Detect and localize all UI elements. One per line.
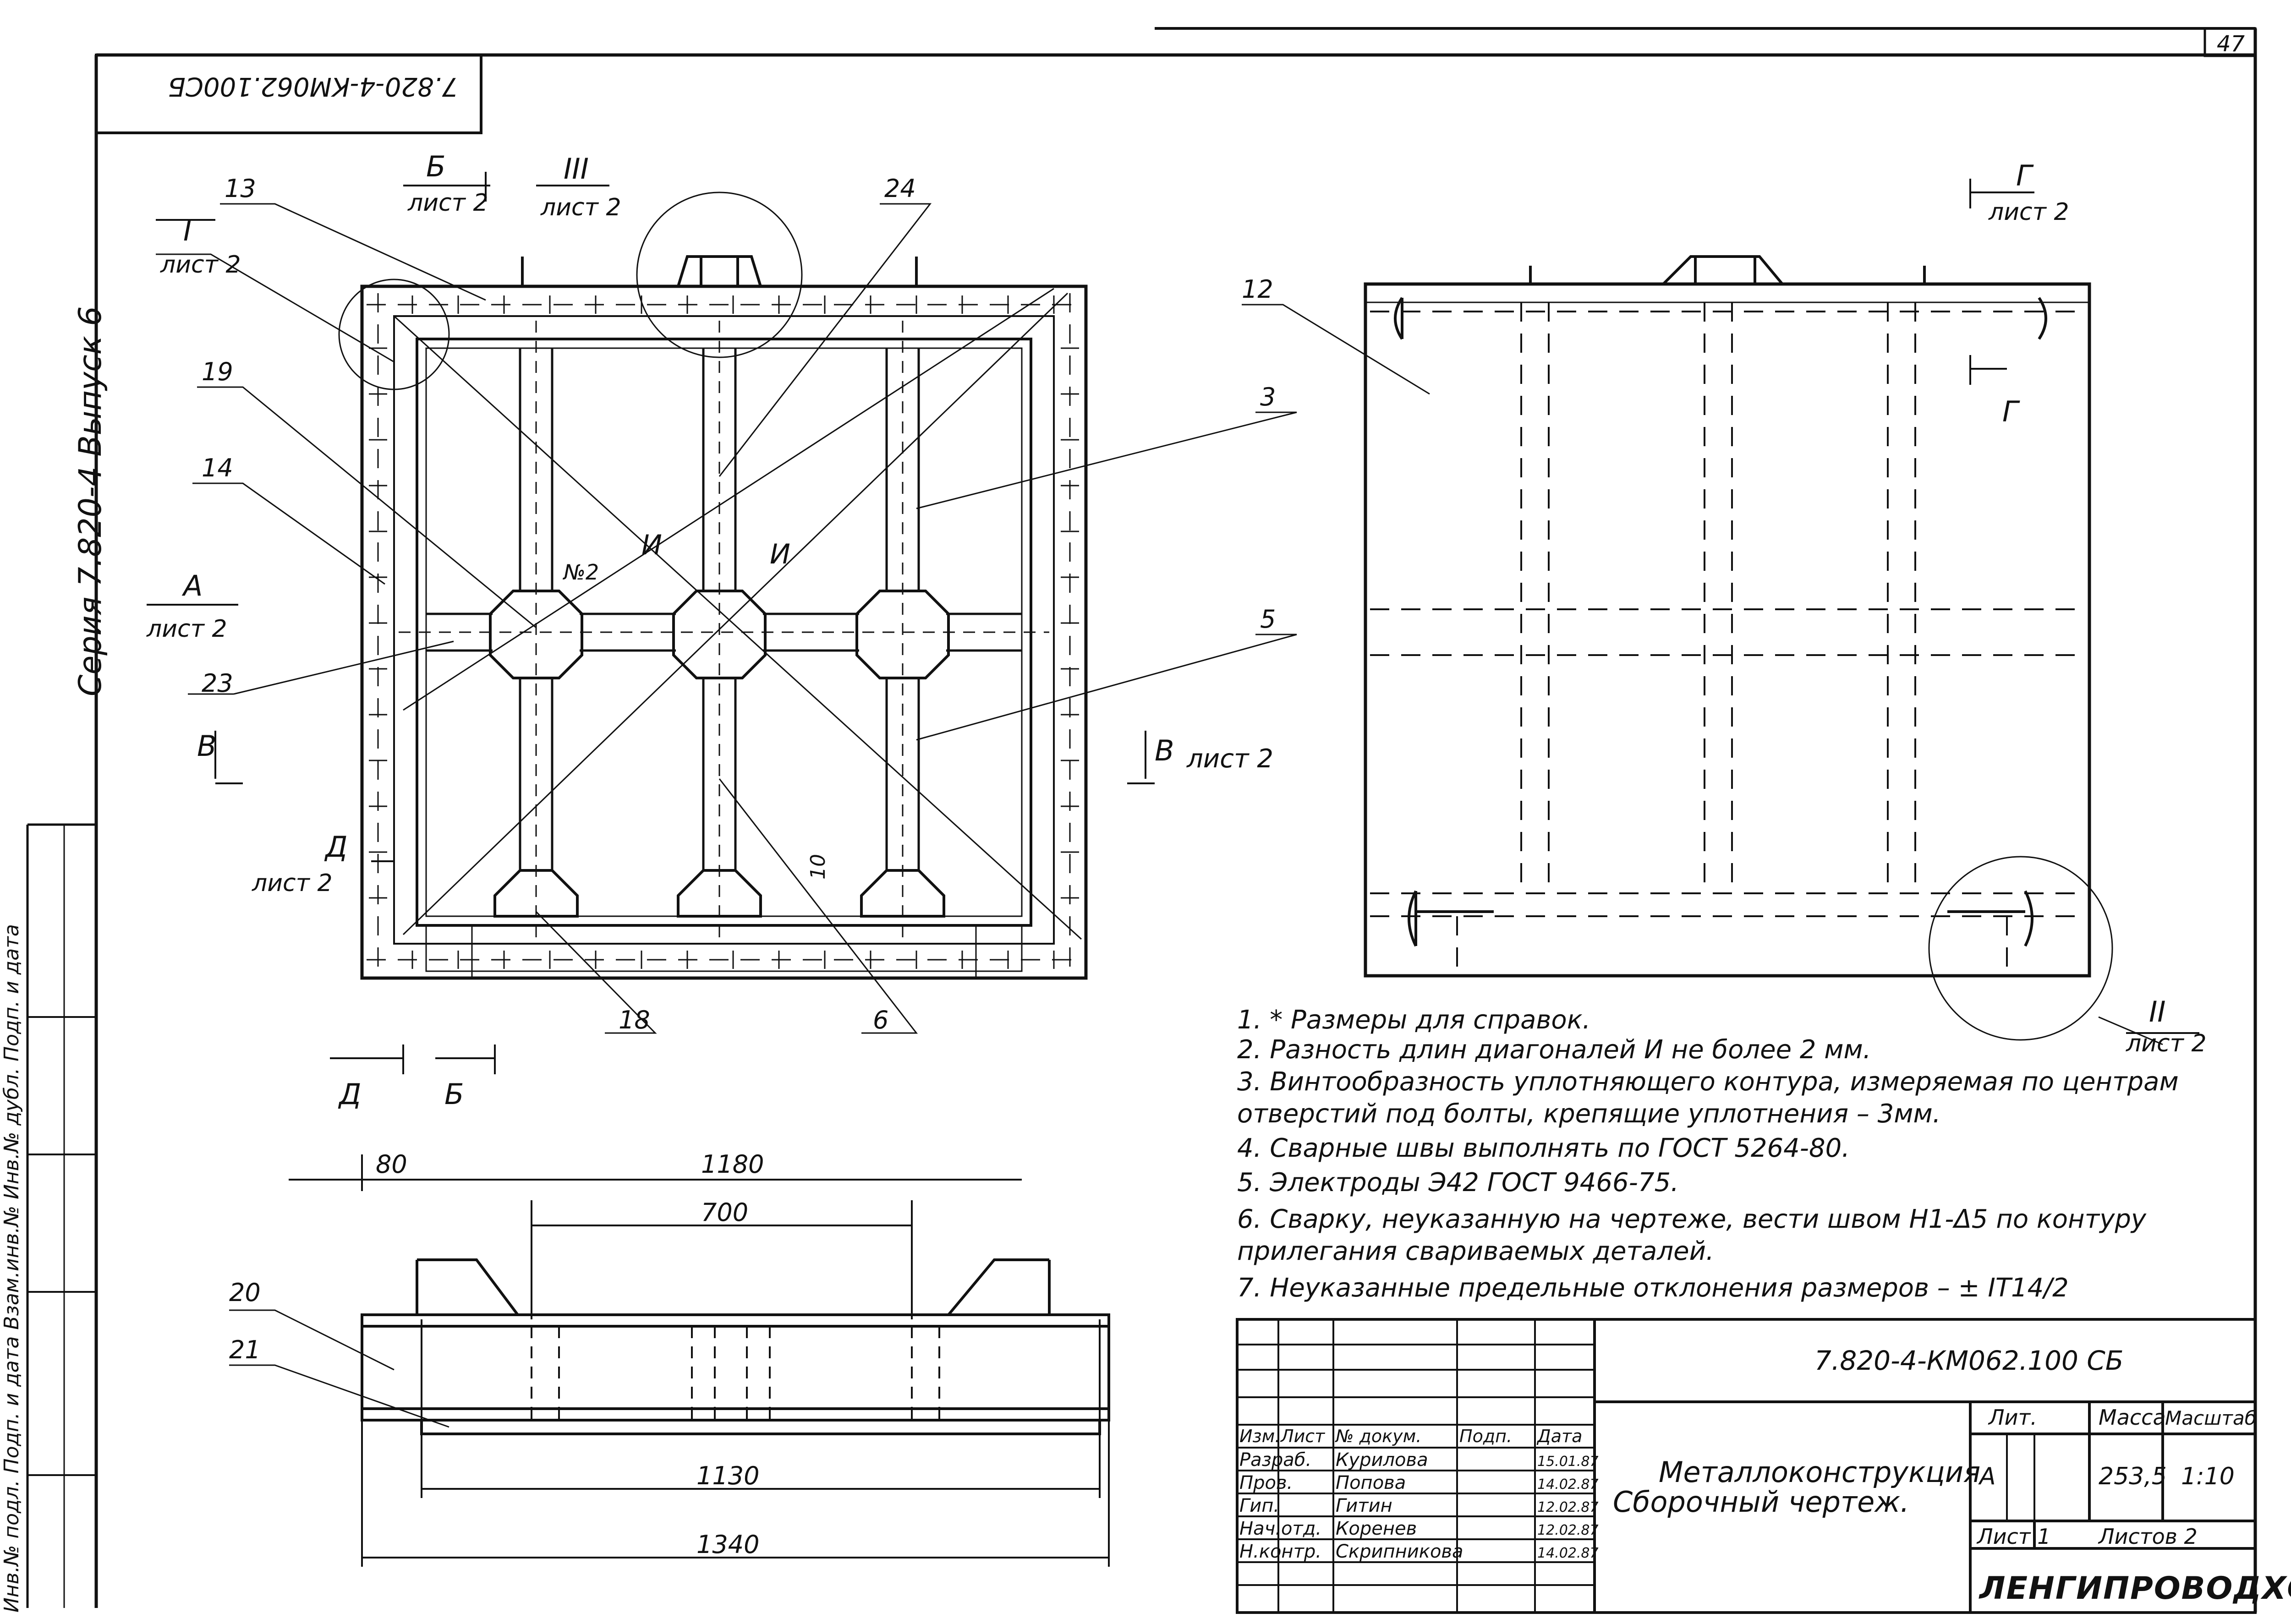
mark-b-top-sheet: лист 2 [407, 189, 488, 217]
col-date: Дата [1536, 1426, 1582, 1446]
section-marks: Б лист 2 III лист 2 I лист 2 Г лист 2 Г … [146, 150, 2207, 1111]
dim-10: 10 [806, 854, 830, 880]
section-view: 80 1180 700 1130 1340 20 21 [229, 1150, 1110, 1567]
row-name-3: Коренев [1336, 1518, 1417, 1539]
lit-value: А [1978, 1463, 1996, 1490]
mark-b-top: Б [426, 150, 446, 183]
title-line2: Сборочный чертеж. [1613, 1485, 1909, 1519]
dim-80: 80 [376, 1150, 407, 1179]
mark-v-right-sheet: лист 2 [1186, 744, 1273, 774]
callout-3: 3 [1260, 383, 1276, 411]
note-4: 4. Сварные швы выполнять по ГОСТ 5264-80… [1237, 1133, 1850, 1163]
mark-g-side: Г [2002, 395, 2020, 428]
row-date-4: 14.02.87 [1537, 1545, 1599, 1561]
mark-i-top-sheet: лист 2 [160, 251, 241, 279]
doc-code: 7.820-4-КМ062.100 СБ [1814, 1345, 2124, 1376]
notes: 1. * Размеры для справок. 2. Разность дл… [1237, 1005, 2179, 1303]
title-block: 7.820-4-КМ062.100 СБ Металлоконструкция … [1236, 1318, 2291, 1614]
row-role-2: Гип. [1239, 1495, 1279, 1516]
mark-v-right: В [1155, 734, 1174, 767]
plan-callouts: 13 24 19 14 23 18 6 №2 И И 10 [156, 174, 1054, 1034]
mass-label: Масса [2099, 1405, 2166, 1430]
page-number: 47 [2217, 31, 2245, 57]
mark-g-top: Г [2016, 159, 2034, 192]
mark-iii-top: III [564, 152, 589, 186]
side-stamp: Инв.№ подл. Подп. и дата Взам.инв.№ Инв.… [0, 924, 23, 1613]
row-name-1: Попова [1336, 1472, 1406, 1493]
note-3b: отверстий под болты, крепящие уплотнения… [1237, 1099, 1941, 1129]
note-2: 2. Разность длин диагоналей И не более 2… [1237, 1035, 1871, 1065]
callout-19: 19 [202, 357, 233, 386]
callout-n2: №2 [562, 560, 599, 585]
callout-14: 14 [202, 454, 233, 482]
mark-d-bottom: Д [338, 1077, 361, 1111]
callout-24: 24 [884, 174, 916, 203]
row-name-2: Гитин [1336, 1495, 1392, 1516]
row-role-1: Пров. [1239, 1472, 1293, 1493]
note-3: 3. Винтообразность уплотняющего контура,… [1237, 1067, 2179, 1097]
note-7: 7. Неуказанные предельные отклонения раз… [1237, 1273, 2069, 1303]
series-label: Серия 7.820-4 Выпуск 6 [72, 306, 109, 696]
mark-g-top-sheet: лист 2 [1988, 198, 2069, 226]
callout-21: 21 [229, 1335, 261, 1364]
row-role-0: Разраб. [1239, 1449, 1311, 1471]
sheets-label: Листов 2 [2098, 1524, 2198, 1549]
callout-20: 20 [229, 1278, 261, 1307]
col-list: Лист [1280, 1426, 1326, 1446]
callout-23: 23 [202, 669, 233, 698]
note-5: 5. Электроды Э42 ГОСТ 9466-75. [1237, 1168, 1679, 1197]
note-6: 6. Сварку, неуказанную на чертеже, вести… [1237, 1204, 2147, 1234]
rotated-code: 7.820-4-КМ062.100СБ [168, 71, 458, 101]
diagonal-i-1: И [641, 529, 662, 561]
lit-label: Лит. [1988, 1405, 2037, 1430]
row-date-0: 15.01.87 [1537, 1454, 1599, 1470]
back-callouts: 12 3 5 [916, 275, 2163, 1045]
mark-i-top: I [183, 214, 192, 247]
row-date-3: 12.02.87 [1537, 1522, 1599, 1538]
callout-6: 6 [873, 1006, 888, 1034]
mark-v-left: В [197, 729, 217, 763]
callout-12: 12 [1242, 275, 1273, 304]
plan-view [338, 191, 1088, 980]
org-name: ЛЕНГИПРОВОДХОЗ [1979, 1570, 2291, 1607]
col-izm: Изм. [1239, 1426, 1280, 1446]
callout-5: 5 [1260, 605, 1276, 634]
mark-b-bottom: Б [444, 1077, 464, 1111]
dim-700: 700 [701, 1198, 748, 1227]
sheet-frame: 47 7.820-4-КМ062.100СБ Серия 7.820-4 Вып… [0, 27, 2257, 1613]
row-name-0: Курилова [1336, 1449, 1428, 1471]
row-date-1: 14.02.87 [1537, 1476, 1599, 1493]
mass-value: 253,5 [2099, 1463, 2167, 1490]
dim-1180: 1180 [701, 1150, 764, 1179]
mark-a-left-sheet: лист 2 [146, 615, 227, 643]
col-sign: Подп. [1459, 1426, 1512, 1446]
dim-1130: 1130 [696, 1461, 759, 1490]
row-date-2: 12.02.87 [1537, 1499, 1599, 1515]
diagonal-i-2: И [770, 538, 790, 570]
row-role-4: Н.контр. [1239, 1541, 1321, 1562]
callout-13: 13 [225, 174, 256, 203]
row-name-4: Скрипникова [1336, 1541, 1463, 1562]
back-view [1364, 255, 2113, 1041]
row-role-3: Нач.отд. [1239, 1518, 1321, 1539]
dim-1340: 1340 [696, 1530, 759, 1559]
mark-ii-right: II [2149, 995, 2166, 1028]
mark-a-left: А [181, 569, 203, 602]
col-doc: № докум. [1335, 1426, 1421, 1446]
note-6b: прилегания свариваемых деталей. [1237, 1236, 1714, 1266]
title-line1: Металлоконструкция [1659, 1455, 1980, 1489]
mark-iii-top-sheet: лист 2 [540, 194, 621, 221]
scale-value: 1:10 [2181, 1463, 2235, 1490]
mark-d-left-sheet: лист 2 [252, 869, 333, 897]
note-1: 1. * Размеры для справок. [1237, 1005, 1590, 1035]
callout-18: 18 [619, 1006, 650, 1034]
sheet-label: Лист 1 [1976, 1524, 2050, 1549]
scale-label: Масштаб [2165, 1407, 2257, 1429]
mark-d-left: Д [324, 830, 347, 864]
